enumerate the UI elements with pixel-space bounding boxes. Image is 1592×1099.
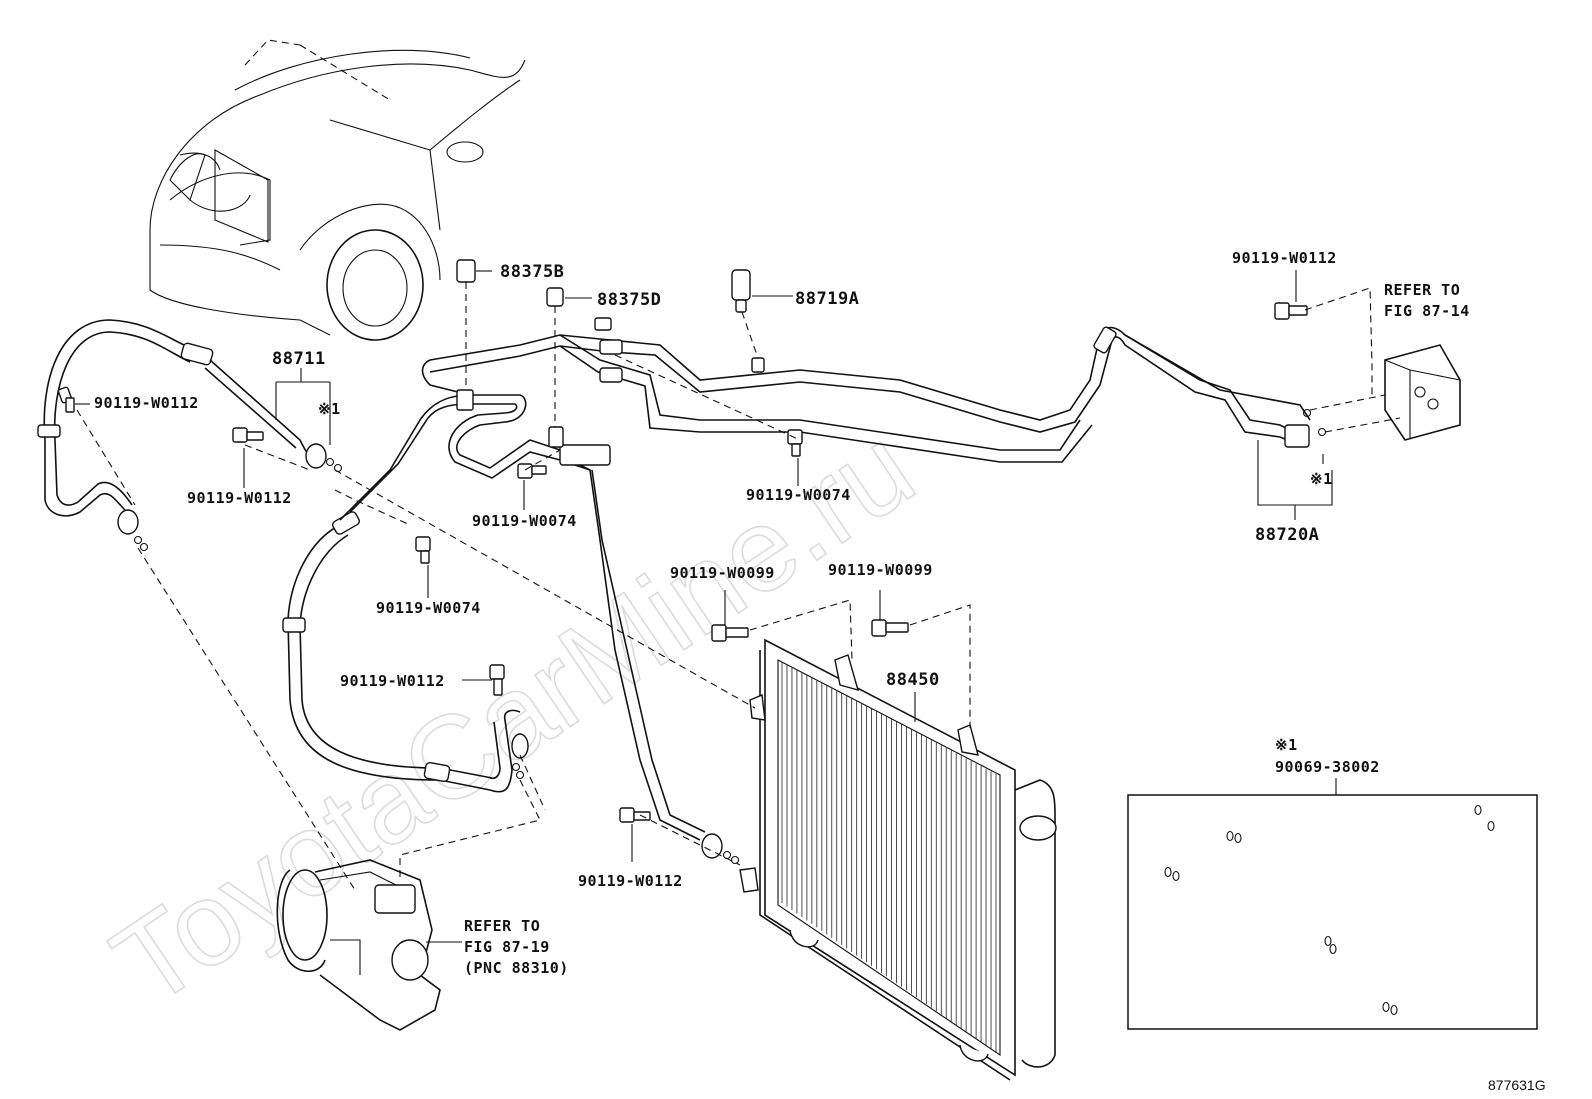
label-bolt-w0112-hose: 90119-W0112: [94, 394, 199, 412]
hose-suction: [282, 511, 529, 793]
bolt-right-icon: [1274, 302, 1308, 320]
ref-comp-line2: FIG 87-19: [464, 938, 550, 956]
label-bolt-w0099-a: 90119-W0099: [670, 564, 775, 582]
ref-evap-line1: REFER TO: [1384, 281, 1460, 299]
label-note-left: ※1: [318, 400, 341, 418]
reference-evaporator: REFER TO FIG 87-14: [1384, 281, 1470, 320]
bolt-w0074-a-icon: [787, 429, 803, 457]
label-88720a: 88720A: [1255, 525, 1319, 545]
inset-box: [1127, 794, 1538, 1030]
fitting-88375b-icon: [456, 259, 476, 411]
bolt-w0074-c-icon: [415, 536, 431, 564]
ref-comp-line3: (PNC 88310): [464, 959, 569, 977]
figure-code: 877631G: [1488, 1077, 1546, 1093]
bolt-w0074-b-icon: [517, 463, 547, 479]
bolt-hose-icon: [57, 386, 75, 413]
vehicle-locator: [149, 39, 526, 341]
bolt-w0099-a-icon: [711, 624, 749, 642]
compressor: [276, 859, 441, 1031]
bolt-w0112-bottom-icon: [619, 807, 651, 823]
inset-part-number: 90069-38002: [1275, 758, 1380, 776]
condenser-88450: [739, 638, 1057, 1081]
bolt-w0112-mid-icon: [489, 664, 505, 696]
label-bolt-w0112-bottom: 90119-W0112: [578, 872, 683, 890]
leader-lines: [75, 270, 1337, 943]
ref-comp-line1: REFER TO: [464, 917, 540, 935]
tube-assembly: [339, 317, 1327, 865]
label-bolt-w0112-left: 90119-W0112: [187, 489, 292, 507]
ref-evap-line2: FIG 87-14: [1384, 302, 1470, 320]
oring-icons: [1164, 804, 1495, 1016]
fitting-88375d-icon: [546, 287, 564, 448]
label-88719a: 88719A: [795, 289, 859, 309]
label-88375d: 88375D: [597, 290, 661, 310]
label-bolt-w0112-mid: 90119-W0112: [340, 672, 445, 690]
label-88375b: 88375B: [500, 262, 564, 282]
label-88450: 88450: [886, 670, 940, 690]
label-88711: 88711: [272, 349, 326, 369]
oring-inset: ※1 90069-38002: [1127, 736, 1538, 1030]
label-note-right: ※1: [1310, 470, 1333, 488]
reference-lines: [76, 287, 1401, 891]
evaporator-block: [1384, 344, 1461, 441]
inset-mark: ※1: [1275, 736, 1298, 754]
bolt-left-icon: [232, 427, 264, 443]
reference-compressor: REFER TO FIG 87-19 (PNC 88310): [464, 917, 569, 977]
label-bolt-w0074-b: 90119-W0074: [472, 512, 577, 530]
hose-88711: [37, 319, 343, 552]
label-bolt-w0099-b: 90119-W0099: [828, 561, 933, 579]
callout-labels: 88375B 88375D 88719A 88711 ※1 90119-W011…: [94, 249, 1337, 890]
bolt-w0099-b-icon: [871, 619, 909, 637]
label-bolt-w0074-c: 90119-W0074: [376, 599, 481, 617]
label-bolt-w0112-right: 90119-W0112: [1232, 249, 1337, 267]
pressure-switch-88719a-icon: [731, 269, 765, 373]
label-bolt-w0074-a: 90119-W0074: [746, 486, 851, 504]
